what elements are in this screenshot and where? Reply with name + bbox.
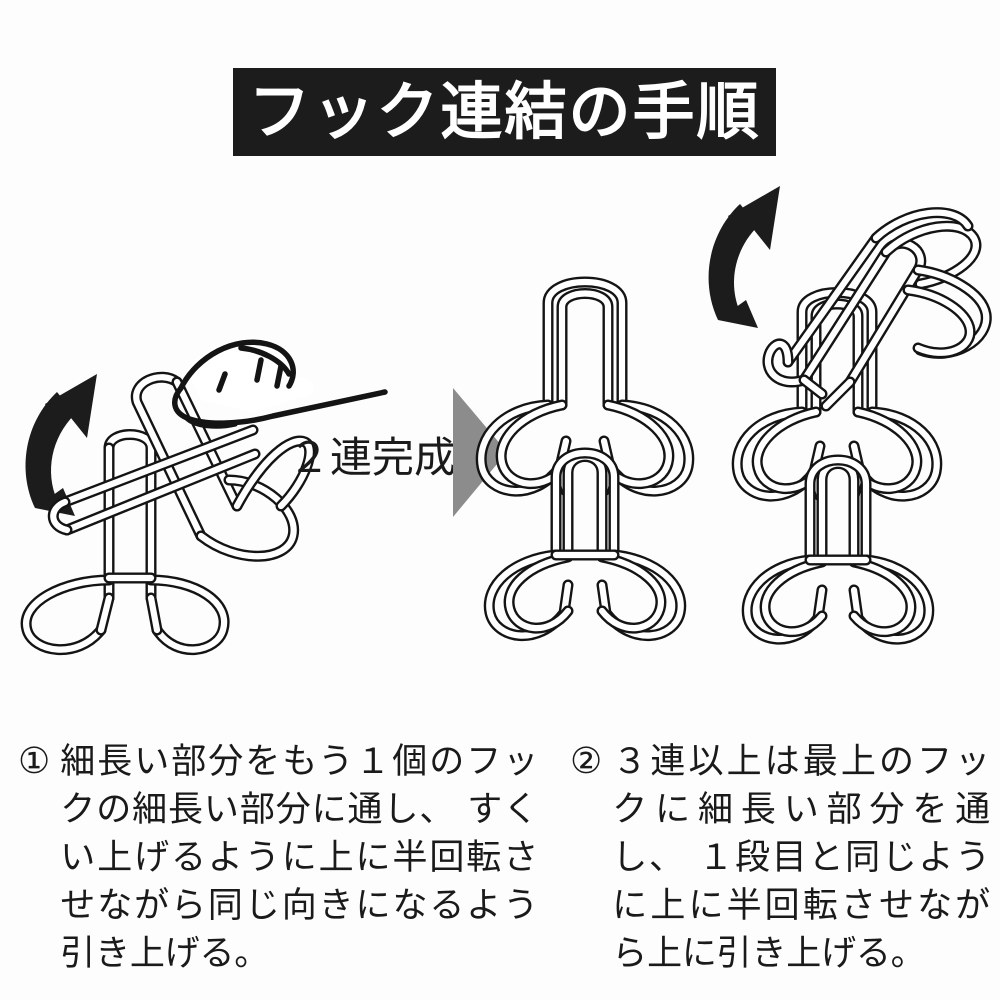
- page-title: フック連結の手順: [248, 75, 761, 148]
- rotation-arrow-icon: [708, 186, 780, 328]
- caption-2-text: ３連以上は最上のフックに細長い部分を通し、 １段目と同じように上に半回転させなが…: [612, 742, 990, 974]
- upper-hook: [475, 276, 695, 497]
- caption-1-marker: ①: [18, 741, 51, 782]
- caption-step-1: ① 細長い部分をもう１個のフックの細長い部分に通し、 すくい上げるように上に半回…: [18, 738, 538, 978]
- chain-lower-hook: [741, 454, 935, 645]
- upper-hook-rotated: [47, 371, 316, 562]
- title-banner: フック連結の手順: [233, 68, 776, 156]
- step-2-illustration: [700, 186, 1000, 665]
- caption-1-text: 細長い部分をもう１個のフックの細長い部分に通し、 すくい上げるように上に半回転さ…: [60, 742, 538, 974]
- lower-hook: [20, 429, 230, 656]
- step-1-illustration: [5, 330, 465, 670]
- caption-2-marker: ②: [570, 741, 603, 782]
- hand-pinching-icon: [172, 338, 388, 429]
- two-link-complete-label: ２連完成: [288, 433, 457, 482]
- two-link-result-illustration: [470, 255, 700, 665]
- rotation-arrow-icon: [25, 374, 97, 516]
- caption-step-2: ② ３連以上は最上のフックに細長い部分を通し、 １段目と同じように上に半回転させ…: [570, 738, 990, 978]
- lower-hook: [483, 447, 687, 642]
- third-hook-rotated: [762, 207, 992, 412]
